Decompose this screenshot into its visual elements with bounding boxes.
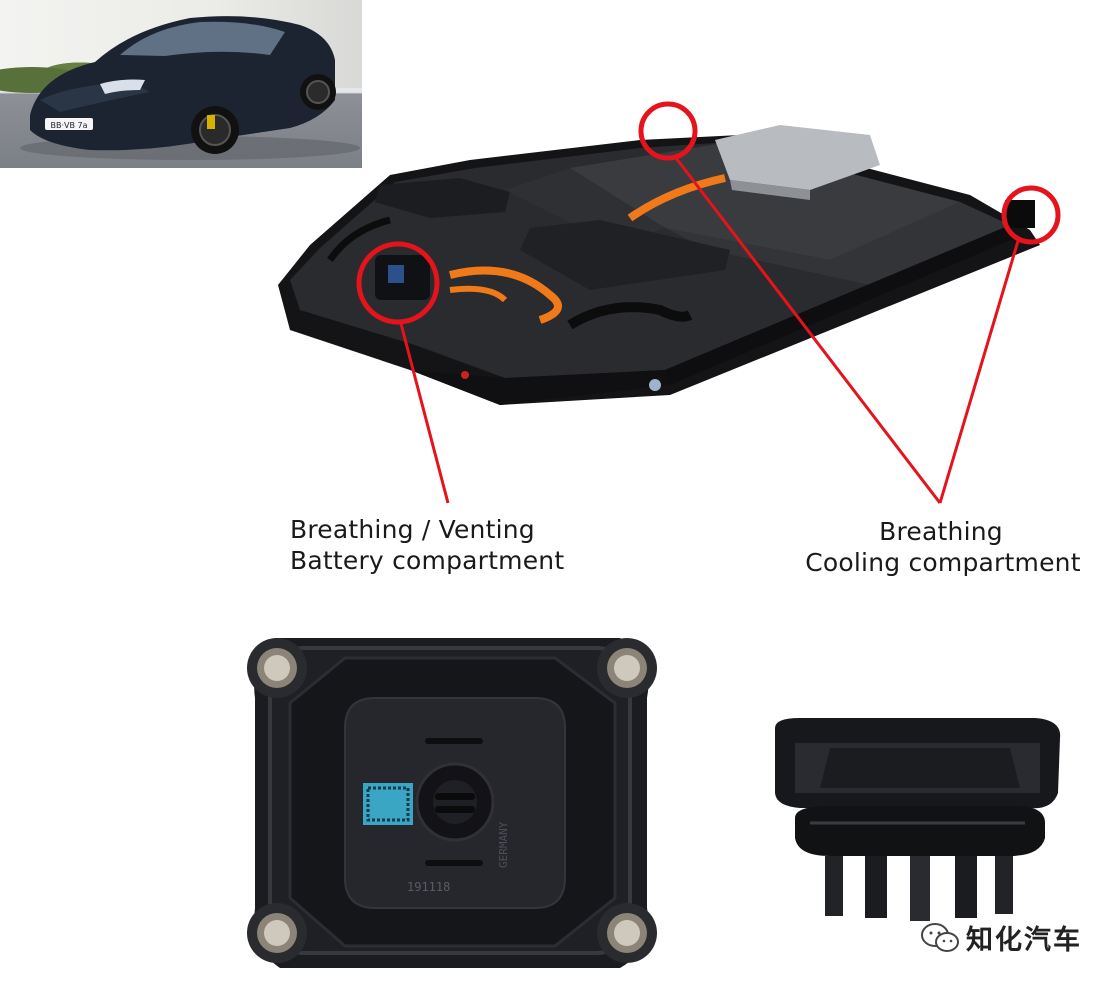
sports-car-image: BB·VB 7a — [20, 16, 360, 160]
vent-front-view-image: 191118 GERMANY — [247, 638, 657, 968]
cooling-label-line2: Cooling compartment — [805, 548, 1081, 577]
battery-label-line2: Battery compartment — [290, 546, 565, 575]
vent-side-view-image — [775, 718, 1061, 921]
cooling-leader-line-2 — [938, 240, 1020, 504]
watermark: 知化汽车 — [920, 918, 1082, 957]
svg-text:GERMANY: GERMANY — [497, 821, 510, 868]
cooling-leader-line-1 — [674, 157, 942, 504]
cooling-compartment-label: Breathing Cooling compartment — [802, 516, 1084, 578]
cooling-vent-highlight-circle-1 — [638, 101, 698, 161]
cooling-vent-highlight-circle-2 — [1001, 185, 1061, 245]
battery-compartment-label: Breathing / Venting Battery compartment — [290, 514, 564, 576]
watermark-text: 知化汽车 — [966, 925, 1082, 956]
battery-vent-highlight-circle — [356, 241, 440, 325]
svg-text:191118: 191118 — [407, 880, 450, 894]
cooling-label-line1: Breathing — [879, 517, 1003, 546]
car-photo: BB·VB 7a — [0, 0, 362, 168]
battery-pack-image — [278, 125, 1040, 405]
battery-leader-line — [398, 319, 450, 504]
chat-bubbles-icon — [921, 922, 959, 952]
svg-text:BB·VB 7a: BB·VB 7a — [50, 121, 87, 130]
battery-label-line1: Breathing / Venting — [290, 515, 535, 544]
license-plate — [45, 118, 93, 130]
